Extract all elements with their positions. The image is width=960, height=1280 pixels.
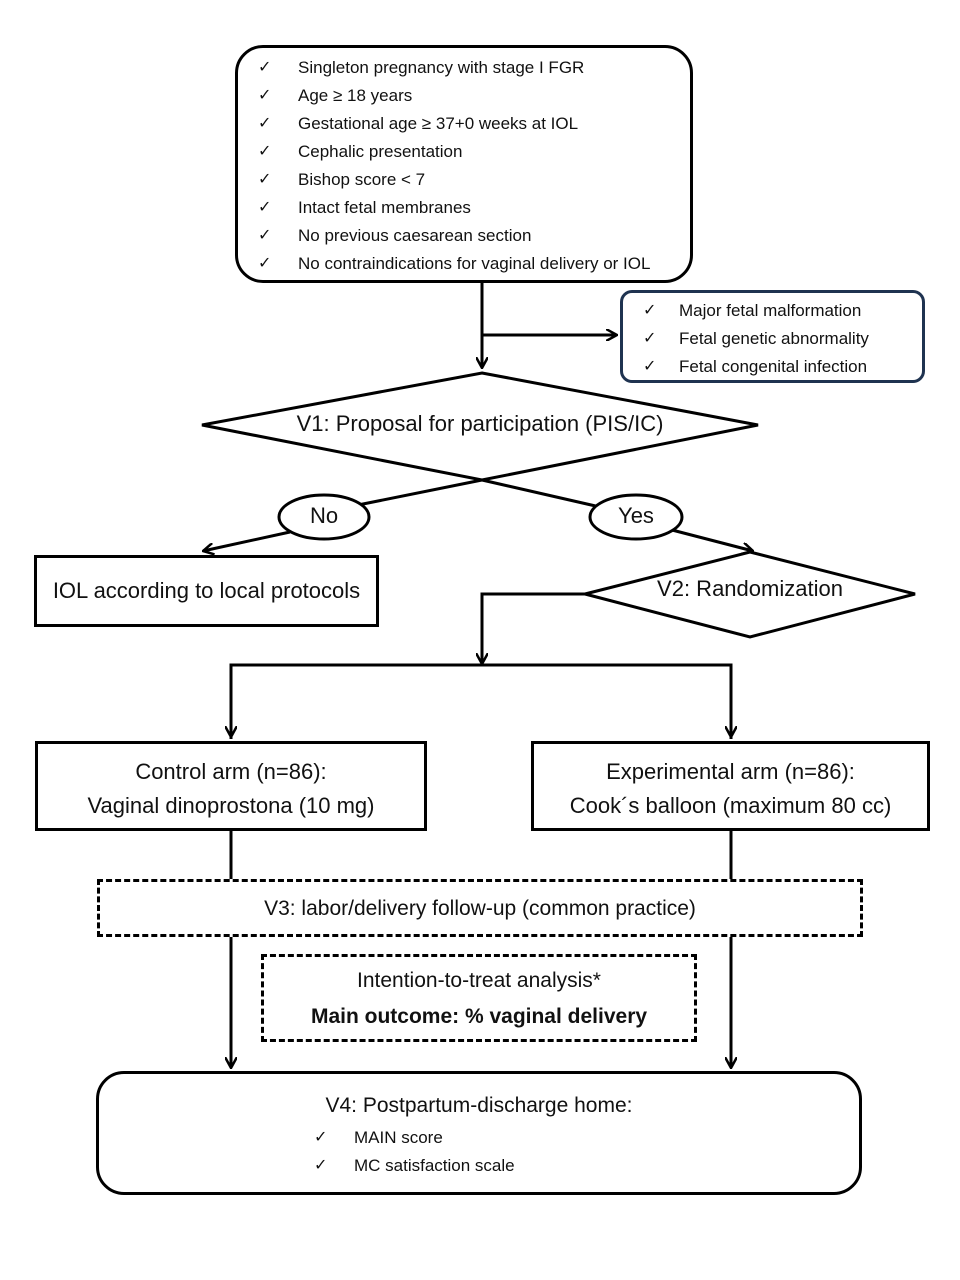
analysis-title: Intention-to-treat analysis* [357,969,601,992]
inclusion-item: ✓No previous caesarean section [238,222,690,250]
control-arm-treatment: Vaginal dinoprostona (10 mg) [87,793,375,818]
inclusion-item: ✓Cephalic presentation [238,138,690,166]
exclusion-item: ✓Fetal genetic abnormality [623,325,922,353]
check-icon: ✓ [258,115,272,132]
no-label: No [309,503,339,528]
iol-local-protocols-label: IOL according to local protocols [52,578,361,603]
check-icon: ✓ [258,199,272,216]
check-icon: ✓ [643,358,657,375]
inclusion-item: ✓Singleton pregnancy with stage I FGR [238,54,690,82]
arrow-no-to-iol [203,530,291,551]
v4-outcomes-list: ✓MAIN score ✓MC satisfaction scale [312,1124,515,1180]
control-arm-box: Control arm (n=86): Vaginal dinoprostona… [35,741,427,831]
exclusion-criteria-box: ✓Major fetal malformation ✓Fetal genetic… [620,290,925,383]
no-ellipse [277,493,371,541]
inclusion-item: ✓Gestational age ≥ 37+0 weeks at IOL [238,110,690,138]
line-v1-to-no [357,478,483,507]
check-icon: ✓ [258,87,272,104]
check-icon: ✓ [258,255,272,272]
inclusion-item: ✓Intact fetal membranes [238,194,690,222]
main-outcome-label: Main outcome: % vaginal delivery [310,1005,648,1028]
check-icon: ✓ [258,59,272,76]
yes-label: Yes [618,503,654,528]
check-icon: ✓ [643,330,657,347]
line-split [229,663,733,739]
exclusion-criteria-list: ✓Major fetal malformation ✓Fetal genetic… [623,297,922,381]
line-v1-to-yes [481,478,601,509]
v4-item: ✓MC satisfaction scale [312,1152,515,1180]
experimental-arm-treatment: Cook´s balloon (maximum 80 cc) [569,793,892,818]
experimental-arm-title: Experimental arm (n=86): [606,759,855,784]
inclusion-item: ✓No contraindications for vaginal delive… [238,250,690,278]
control-arm-title: Control arm (n=86): [135,759,327,784]
check-icon: ✓ [258,227,272,244]
exclusion-item: ✓Fetal congenital infection [623,353,922,381]
v2-label: V2: Randomization [657,576,843,601]
check-icon: ✓ [314,1157,328,1174]
check-icon: ✓ [314,1129,328,1146]
arrow-yes-to-v2 [671,528,753,551]
v2-diamond [584,550,916,639]
experimental-arm-box: Experimental arm (n=86): Cook´s balloon … [531,741,930,831]
v3-followup-label: V3: labor/delivery follow-up (common pra… [264,897,696,920]
inclusion-criteria-list: ✓Singleton pregnancy with stage I FGR ✓A… [238,54,690,278]
iol-local-protocols-box: IOL according to local protocols [34,555,379,627]
analysis-box: Intention-to-treat analysis* Main outcom… [261,954,697,1042]
v4-item: ✓MAIN score [312,1124,515,1152]
v4-postpartum-box: V4: Postpartum-discharge home: ✓MAIN sco… [96,1071,862,1195]
inclusion-item: ✓Age ≥ 18 years [238,82,690,110]
v3-followup-box: V3: labor/delivery follow-up (common pra… [97,879,863,937]
v1-label: V1: Proposal for participation (PIS/IC) [296,411,664,436]
check-icon: ✓ [643,302,657,319]
check-icon: ✓ [258,143,272,160]
arrow-v2-to-split [482,592,585,664]
v4-title: V4: Postpartum-discharge home: [325,1094,633,1117]
check-icon: ✓ [258,171,272,188]
v1-diamond [201,371,759,482]
yes-ellipse [588,493,684,541]
inclusion-criteria-box: ✓Singleton pregnancy with stage I FGR ✓A… [235,45,693,283]
exclusion-item: ✓Major fetal malformation [623,297,922,325]
inclusion-item: ✓Bishop score < 7 [238,166,690,194]
